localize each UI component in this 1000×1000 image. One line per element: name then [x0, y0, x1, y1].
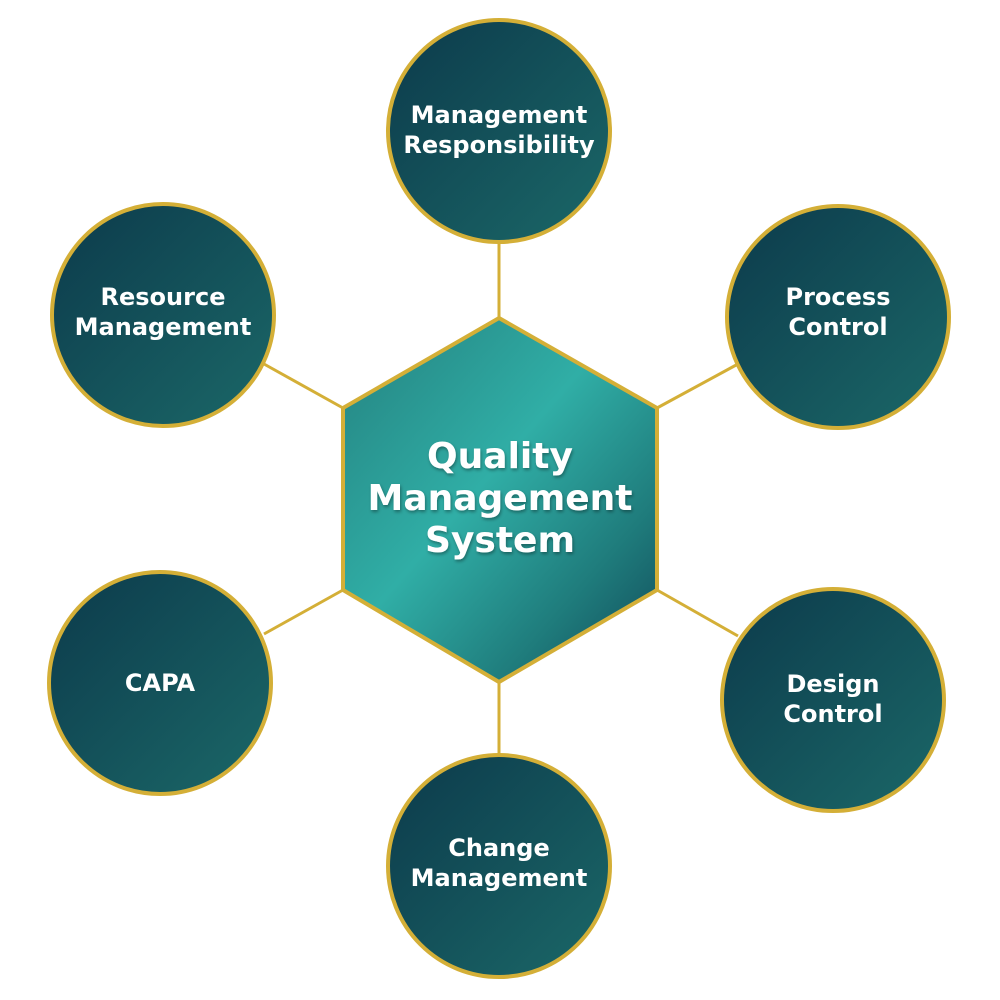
- hub-label-line: Management: [368, 478, 633, 519]
- node-label-line: Control: [788, 313, 887, 341]
- connector-line: [656, 362, 739, 410]
- connector-line: [656, 588, 739, 638]
- node-label-line: Process: [786, 283, 891, 311]
- node-label-line: CAPA: [125, 669, 196, 697]
- hub-label-line: System: [425, 520, 575, 561]
- node-label-line: Control: [783, 700, 882, 728]
- node-label-line: Resource: [101, 283, 226, 311]
- node-process-control: Process Control: [725, 204, 951, 430]
- node-resource-management: Resource Management: [50, 202, 276, 428]
- node-label-line: Management: [411, 101, 588, 129]
- node-management-responsibility: Management Responsibility: [386, 18, 612, 244]
- node-label-line: Management: [411, 864, 588, 892]
- node-label-line: Management: [75, 313, 252, 341]
- connectors: [263, 242, 739, 756]
- node-label-line: Responsibility: [403, 131, 595, 159]
- hub-label-line: Quality: [427, 436, 573, 477]
- hub-hexagon: Quality Management System: [341, 315, 659, 685]
- connector-line: [263, 362, 344, 410]
- node-label-line: Change: [448, 834, 549, 862]
- node-design-control: Design Control: [720, 587, 946, 813]
- node-label-line: Design: [787, 670, 880, 698]
- node-change-management: Change Management: [386, 753, 612, 979]
- node-capa: CAPA: [47, 570, 273, 796]
- connector-line: [263, 588, 344, 636]
